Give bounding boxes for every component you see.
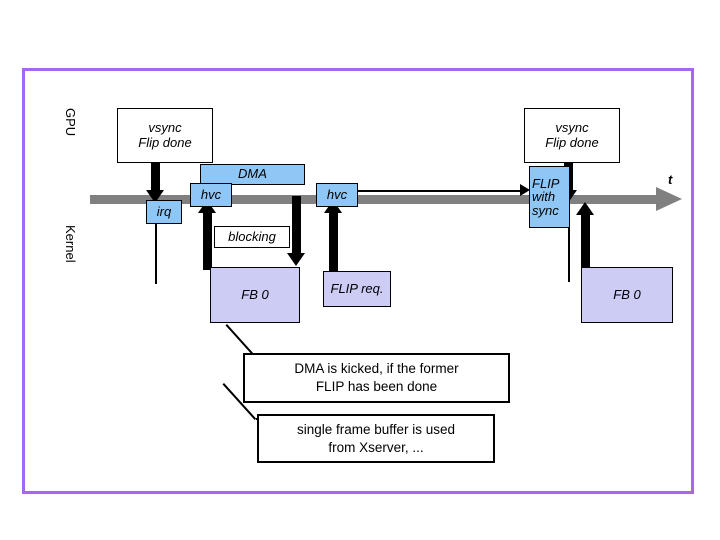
dma-box: DMA: [200, 164, 305, 185]
flip-sync-line2: with: [532, 189, 556, 205]
time-axis-label: t: [668, 172, 673, 187]
vsync-left-line1: vsync: [148, 119, 182, 135]
dma-to-fb0-shaft: [292, 196, 301, 256]
fb0-right-to-timeline-head: [576, 202, 594, 215]
hvc-box-1: hvc: [190, 183, 232, 207]
vsync-left-line2: Flip done: [138, 134, 192, 150]
lane-label-gpu: GPU: [63, 108, 78, 137]
hvc-box-2: hvc: [316, 183, 358, 207]
dma-to-fb0-head: [287, 253, 305, 266]
flip-sync-line3: sync: [532, 202, 559, 218]
callout-dma-line1: DMA is kicked, if the former: [294, 361, 459, 377]
flip-with-sync-box: FLIP with sync: [529, 166, 570, 228]
vsync-right-line1: vsync: [555, 119, 589, 135]
hvc2-to-flipsync-head: [520, 184, 530, 196]
vsync-flip-done-box-right: vsync Flip done: [524, 108, 620, 163]
fb0-box-left: FB 0: [210, 267, 300, 323]
vsync-left-to-irq-shaft: [151, 163, 160, 193]
flipreq-to-hvc2-shaft: [329, 210, 338, 272]
irq-drop-line: [155, 224, 157, 284]
vsync-left-to-irq-head: [146, 190, 164, 203]
flip-sync-line1: FLIP: [532, 175, 560, 191]
lane-label-kernel: Kernel: [63, 225, 78, 263]
callout-dma-kicked: DMA is kicked, if the former FLIP has be…: [243, 353, 510, 403]
vsync-flip-done-box-left: vsync Flip done: [117, 108, 213, 163]
vsync-right-line2: Flip done: [545, 134, 599, 150]
fb0-right-to-timeline-shaft: [581, 212, 590, 272]
callout-single-framebuffer: single frame buffer is used from Xserver…: [257, 414, 495, 463]
fb0-box-right: FB 0: [581, 267, 673, 323]
irq-box: irq: [146, 200, 182, 224]
time-axis-arrowhead: [656, 187, 682, 211]
hvc2-to-flipsync-line: [356, 190, 522, 192]
callout-fb-line2: from Xserver, ...: [328, 439, 424, 455]
slide-frame: [22, 68, 694, 494]
blocking-box: blocking: [214, 226, 290, 248]
fb0-to-hvc1-shaft: [203, 210, 212, 270]
callout-dma-line2: FLIP has been done: [315, 379, 438, 394]
flip-req-box: FLIP req.: [323, 271, 391, 307]
flip-sync-drop-line: [568, 200, 570, 282]
time-axis-bar: [90, 195, 660, 204]
callout-fb-line1: single frame buffer is used: [296, 421, 456, 437]
